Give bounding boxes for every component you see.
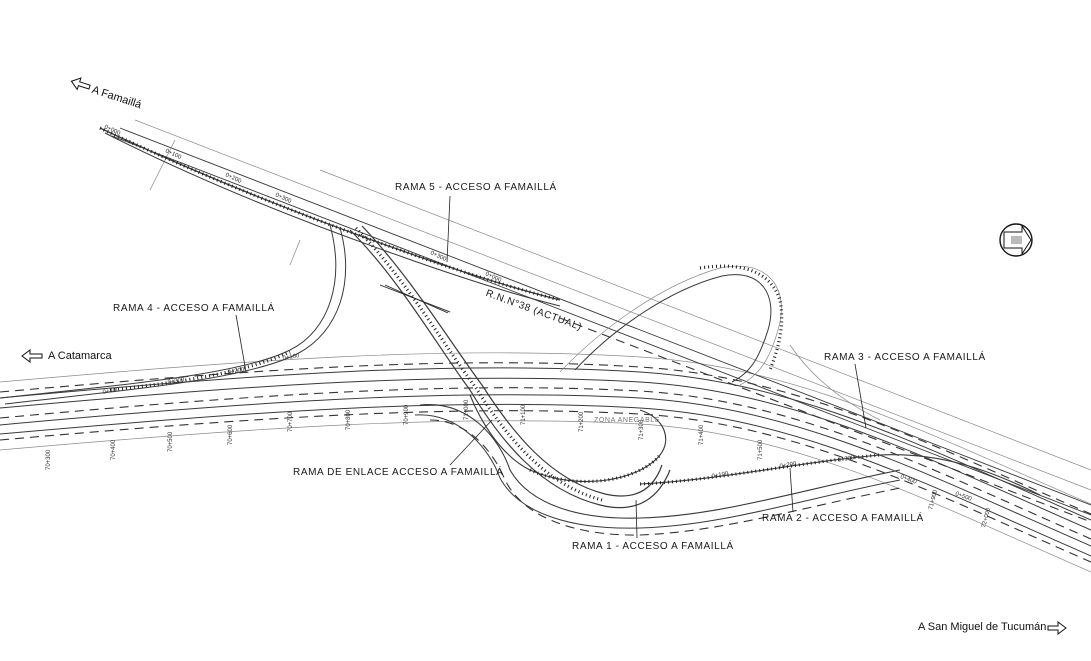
label-leaders bbox=[235, 195, 867, 539]
svg-text:0+400: 0+400 bbox=[102, 387, 120, 396]
svg-text:0+200: 0+200 bbox=[227, 367, 245, 376]
label-rama3: RAMA 3 - ACCESO A FAMAILLÁ bbox=[824, 352, 986, 363]
label-rama5: RAMA 5 - ACCESO A FAMAILLÁ bbox=[395, 182, 557, 193]
svg-text:0+100: 0+100 bbox=[711, 471, 729, 480]
svg-text:0+200: 0+200 bbox=[779, 461, 797, 470]
label-enlace: RAMA DE ENLACE ACCESO A FAMAILLÁ bbox=[293, 467, 504, 478]
label-zona-anegable: ZONA ANEGABLE bbox=[594, 417, 661, 424]
svg-text:71+500: 71+500 bbox=[758, 439, 764, 460]
rama2-ramp bbox=[639, 453, 1041, 496]
arrow-famailla-icon bbox=[70, 77, 91, 91]
svg-text:0+500: 0+500 bbox=[954, 491, 973, 503]
svg-text:71+300: 71+300 bbox=[639, 419, 645, 440]
enlace-ramp bbox=[349, 225, 671, 509]
main-highway bbox=[0, 352, 1091, 573]
rama5-ramp bbox=[99, 126, 561, 307]
svg-text:70+800: 70+800 bbox=[346, 409, 352, 430]
rn38-existing bbox=[111, 119, 1091, 523]
svg-text:72+000: 72+000 bbox=[981, 507, 992, 529]
svg-text:0+400: 0+400 bbox=[899, 474, 918, 486]
label-rama2: RAMA 2 - ACCESO A FAMAILLÁ bbox=[762, 513, 924, 524]
inner-loop bbox=[469, 394, 667, 484]
label-rama1: RAMA 1 - ACCESO A FAMAILLÁ bbox=[572, 541, 734, 552]
svg-text:71+900: 71+900 bbox=[928, 489, 939, 511]
north-arrow-icon bbox=[999, 223, 1033, 257]
svg-text:70+300: 70+300 bbox=[46, 449, 52, 470]
svg-text:70+400: 70+400 bbox=[111, 439, 117, 460]
arrow-catamarca-icon bbox=[21, 349, 43, 363]
direction-catamarca: A Catamarca bbox=[48, 350, 112, 362]
svg-text:0+100: 0+100 bbox=[282, 353, 300, 362]
direction-tucuman: A San Miguel de Tucumán bbox=[918, 621, 1047, 633]
svg-text:0+300: 0+300 bbox=[837, 455, 855, 464]
svg-text:70+700: 70+700 bbox=[288, 411, 294, 432]
svg-text:0+300: 0+300 bbox=[167, 377, 185, 386]
svg-text:71+200: 71+200 bbox=[579, 411, 585, 432]
svg-text:70+500: 70+500 bbox=[168, 431, 174, 452]
arrow-tucuman-icon bbox=[1047, 621, 1067, 635]
svg-text:70+900: 70+900 bbox=[404, 404, 410, 425]
svg-text:0+000: 0+000 bbox=[103, 124, 121, 137]
svg-text:71+400: 71+400 bbox=[699, 424, 705, 445]
rama4-ramp bbox=[0, 224, 347, 405]
svg-text:71+100: 71+100 bbox=[521, 404, 527, 425]
label-rama4: RAMA 4 - ACCESO A FAMAILLÁ bbox=[113, 303, 275, 314]
rama1-ramp bbox=[414, 404, 901, 536]
svg-text:70+600: 70+600 bbox=[228, 424, 234, 445]
svg-text:71+000: 71+000 bbox=[464, 399, 470, 420]
